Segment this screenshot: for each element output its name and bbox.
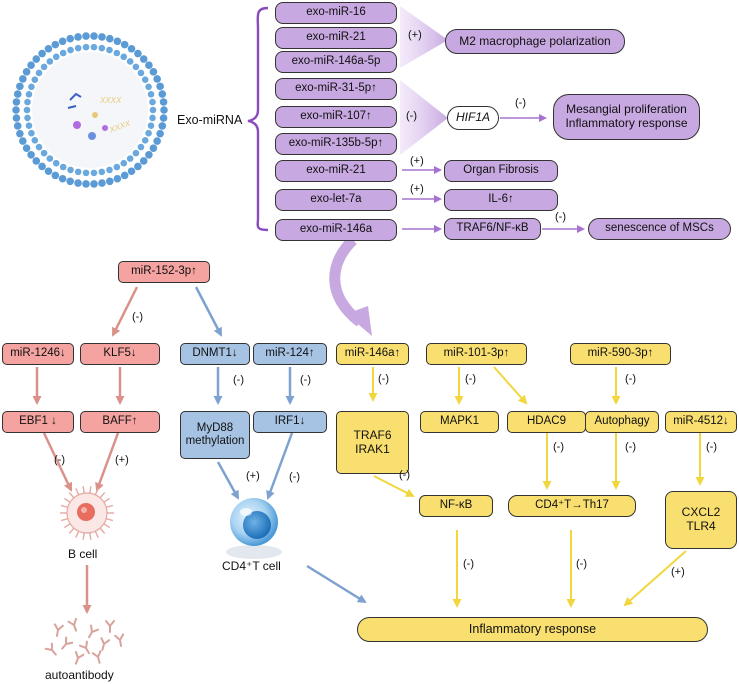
cxcl2-line2: TLR4 xyxy=(686,519,716,533)
exosome-vesicle-icon: XXXX XXXX xyxy=(12,32,168,188)
exo-mirna-label: Exo-miRNA xyxy=(177,113,243,127)
il6-box: IL-6↑ xyxy=(444,189,558,211)
exo-bracket xyxy=(247,6,269,232)
cone-m2 xyxy=(400,6,448,68)
traf6-line1: TRAF6 xyxy=(353,427,392,442)
m2-macrophage-box: M2 macrophage polarization xyxy=(445,29,625,54)
sign-irf1-cd4: (-) xyxy=(289,471,300,483)
organ-fibrosis-box: Organ Fibrosis xyxy=(444,160,558,182)
sign-124-irf1: (-) xyxy=(300,374,311,386)
mir-590-box: miR-590-3p↑ xyxy=(570,343,671,365)
sign-4512-cxcl2: (-) xyxy=(706,441,717,453)
sign-146a-traf6: (-) xyxy=(378,373,389,385)
myd88-box: MyD88 methylation xyxy=(180,411,250,459)
mir-1246-box: miR-1246↓ xyxy=(2,343,74,365)
cxcl2-line1: CXCL2 xyxy=(681,505,721,520)
sign-cxcl2-inflam: (+) xyxy=(671,566,685,578)
traf6-line2: IRAK1 xyxy=(355,441,390,456)
exo-item-1: exo-miR-21 xyxy=(275,27,397,49)
mesangial-line1: Mesangial proliferation xyxy=(566,102,687,117)
sign-101-mapk1: (-) xyxy=(465,373,476,385)
sign-hdac9-th17: (-) xyxy=(553,441,564,453)
mir-152-box: miR-152-3p↑ xyxy=(118,261,210,283)
autophagy-box: Autophagy xyxy=(585,411,659,433)
sign-m2: (+) xyxy=(408,29,422,41)
b-cell-label: B cell xyxy=(68,547,98,561)
svg-text:XXXX: XXXX xyxy=(99,96,122,105)
dnmt1-box: DNMT1↓ xyxy=(180,343,250,365)
autoantibody-label: autoantibody xyxy=(45,668,114,682)
hdac9-box: HDAC9 xyxy=(507,411,586,433)
sign-myd88-cd4: (+) xyxy=(246,470,260,482)
th17-box: CD4⁺T→Th17 xyxy=(508,495,636,517)
sign-il6: (+) xyxy=(410,183,424,195)
sign-nfkb-inflam: (-) xyxy=(463,558,474,570)
sign-senescence: (-) xyxy=(555,211,566,223)
irf1-box: IRF1↓ xyxy=(253,411,327,433)
exo-item-4: exo-miR-107↑ xyxy=(275,106,397,128)
klf5-box: KLF5↓ xyxy=(80,343,160,365)
big-curve-arrow xyxy=(329,236,364,327)
traf6-irak1-box: TRAF6 IRAK1 xyxy=(336,411,409,474)
nfkb-box: NF-κB xyxy=(419,495,493,517)
exo-item-0: exo-miR-16 xyxy=(275,2,397,24)
mesangial-box: Mesangial proliferation Inflammatory res… xyxy=(553,94,700,140)
sign-autophagy-th17: (-) xyxy=(625,441,636,453)
ebf1-box: EBF1 ↓ xyxy=(2,411,74,433)
traf6-nfkb-box: TRAF6/NF-κB xyxy=(444,218,541,240)
mapk1-box: MAPK1 xyxy=(420,411,499,433)
exo-item-8: exo-miR-146a xyxy=(275,219,397,241)
exo-item-5: exo-miR-135b-5p↑ xyxy=(275,133,397,155)
mesangial-line2: Inflammatory response xyxy=(565,116,688,130)
sign-152-klf5: (-) xyxy=(132,311,143,323)
autoantibody-icon xyxy=(44,617,125,665)
mir-124-box: miR-124↑ xyxy=(253,343,327,365)
sign-dnmt1-myd88: (-) xyxy=(233,374,244,386)
sign-590-autophagy: (-) xyxy=(625,373,636,385)
mir-146a-box: miR-146a↑ xyxy=(336,343,409,365)
sign-ebf1-bcell: (-) xyxy=(54,454,65,466)
cxcl2-tlr4-box: CXCL2 TLR4 xyxy=(665,491,737,549)
sign-baff-bcell: (+) xyxy=(115,454,129,466)
senescence-box: senescence of MSCs xyxy=(588,218,731,240)
inflammatory-response-box: Inflammatory response xyxy=(357,617,708,642)
exo-item-3: exo-miR-31-5p↑ xyxy=(275,78,397,100)
exo-item-7: exo-let-7a xyxy=(275,189,397,211)
myd88-line1: MyD88 xyxy=(196,421,234,434)
cd4-t-cell-label: CD4⁺T cell xyxy=(222,559,281,573)
exo-item-2: exo-miR-146a-5p xyxy=(275,51,397,73)
sign-th17-inflam: (-) xyxy=(576,558,587,570)
myd88-line2: methylation xyxy=(185,435,245,447)
baff-box: BAFF↑ xyxy=(80,411,160,433)
mir-4512-box: miR-4512↓ xyxy=(665,411,737,433)
mir-101-box: miR-101-3p↑ xyxy=(426,343,527,365)
cone-hif1a xyxy=(400,80,448,155)
exo-item-6: exo-miR-21 xyxy=(275,160,397,182)
sign-hif1a: (-) xyxy=(406,110,417,122)
hif1a-box: HIF1A xyxy=(447,106,499,130)
sign-traf6-nfkb: (-) xyxy=(399,469,410,481)
cd4-t-cell-icon xyxy=(226,498,282,559)
b-cell-icon xyxy=(60,486,114,540)
sign-fibrosis: (+) xyxy=(410,155,424,167)
sign-hif1a-mesangial: (-) xyxy=(515,97,526,109)
